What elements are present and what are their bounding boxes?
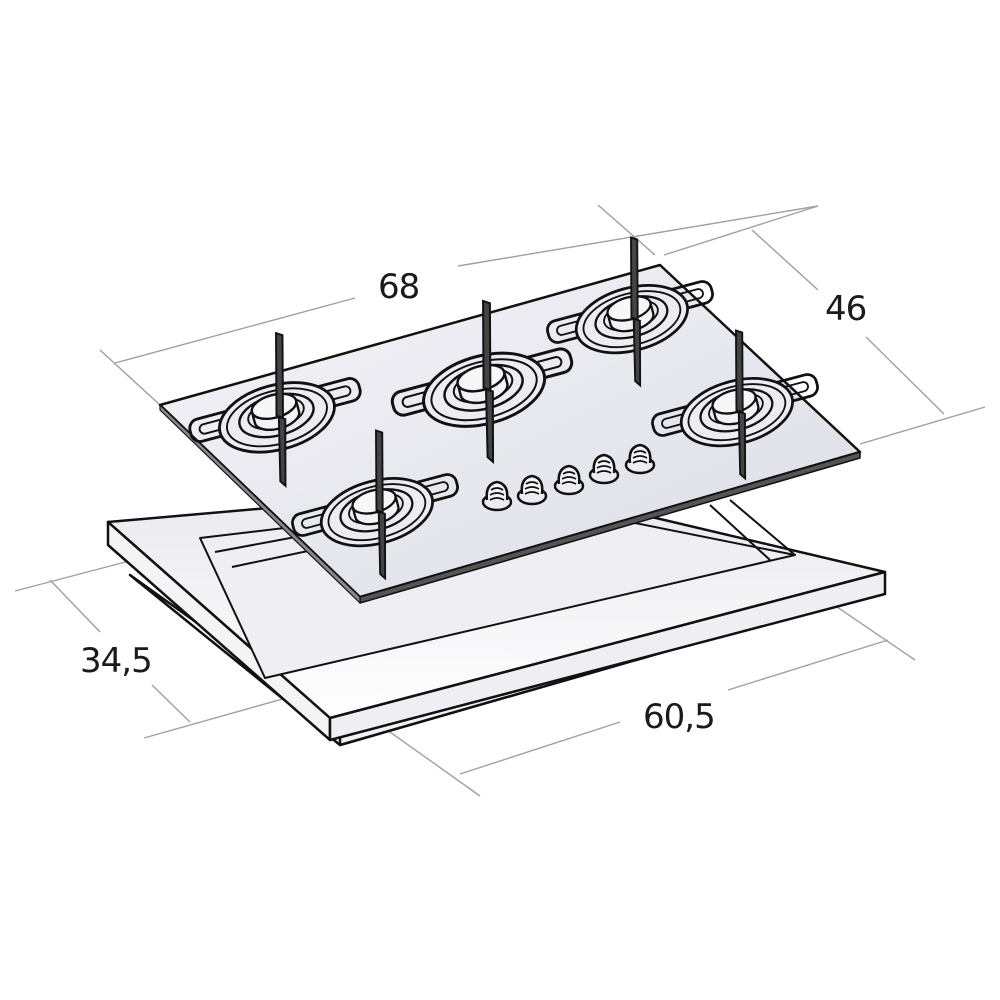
dimension-cutout-width: 60,5	[643, 697, 716, 737]
dimension-cutout-depth: 34,5	[80, 641, 153, 681]
dimension-top-width: 68	[378, 267, 420, 307]
dimension-lines	[14, 204, 986, 797]
dimension-top-depth: 46	[825, 289, 867, 329]
